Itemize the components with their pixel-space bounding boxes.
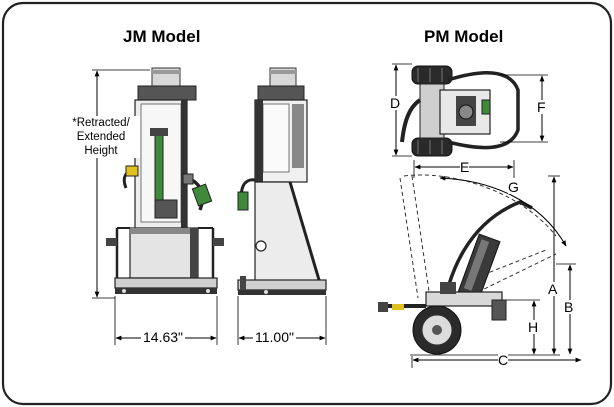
jm-width-label: 14.63" [141, 329, 186, 345]
pm-label-a: A [548, 281, 558, 297]
pm-label-f: F [537, 99, 546, 115]
jm-height-note-line2: Extended [76, 131, 126, 143]
pm-label-h: H [528, 319, 539, 335]
pm-label-d: D [390, 95, 401, 111]
jm-height-note-line1: *Retracted/ [72, 117, 130, 129]
jm-height-dimension [92, 69, 150, 299]
jm-depth-label: 11.00" [253, 329, 296, 345]
jm-front-view [106, 67, 224, 294]
jm-height-note: *Retracted/ Extended Height [62, 116, 140, 158]
pm-dim-a [548, 175, 560, 355]
pm-top-view [400, 65, 520, 157]
jm-height-note-line3: Height [84, 145, 118, 157]
jm-model-title: JM Model [123, 27, 201, 46]
pm-dim-d [392, 63, 412, 157]
pm-model-title: PM Model [424, 27, 504, 46]
pm-dim-c [411, 356, 582, 368]
jm-side-view [237, 67, 327, 295]
pm-label-b: B [564, 299, 574, 315]
pm-label-c: C [498, 352, 509, 368]
pm-label-g: G [508, 179, 519, 195]
pm-label-e: E [460, 159, 470, 175]
pm-side-view [378, 174, 560, 356]
